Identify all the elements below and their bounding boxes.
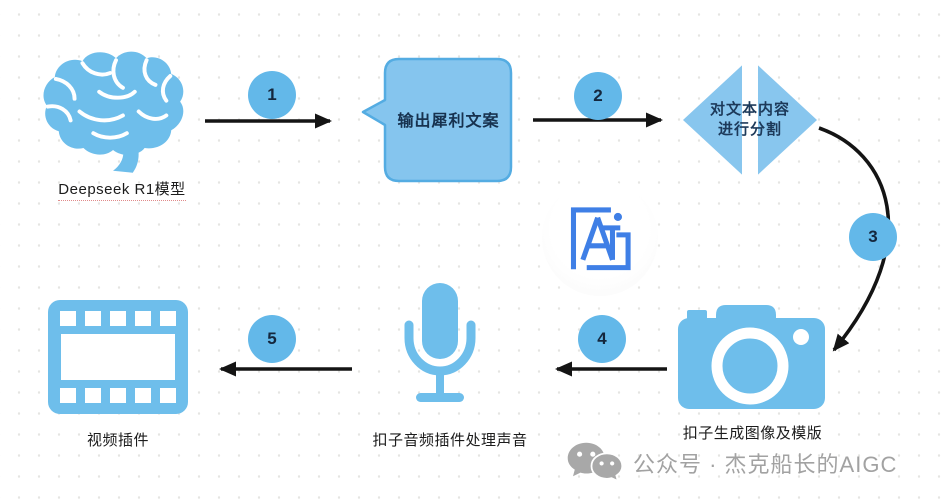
diamond-label-line1: 对文本内容 bbox=[709, 100, 790, 118]
ai-logo-watermark bbox=[542, 180, 658, 296]
footer-watermark: 公众号 · 杰克船长的AIGC bbox=[566, 441, 897, 485]
wechat-icon bbox=[567, 442, 624, 483]
film-strip-icon bbox=[48, 300, 188, 414]
brain-icon bbox=[43, 51, 184, 173]
diamond-label-line2: 进行分割 bbox=[717, 121, 782, 138]
step-badge-2: 2 bbox=[574, 72, 622, 120]
speech-bubble bbox=[361, 57, 513, 183]
step-number: 2 bbox=[593, 86, 603, 105]
step-badge-1: 1 bbox=[248, 71, 296, 119]
watermark-text: 公众号 · 杰克船长的AIGC bbox=[633, 452, 898, 477]
brain-label: Deepseek R1模型 bbox=[32, 178, 212, 201]
ai-logo bbox=[570, 207, 631, 271]
camera-label: 扣子生成图像及模版 bbox=[682, 425, 823, 442]
microphone-icon bbox=[404, 283, 476, 402]
camera-icon bbox=[678, 305, 825, 409]
step-number: 1 bbox=[267, 85, 277, 104]
speech-bubble-label: 输出犀利文案 bbox=[397, 113, 500, 130]
film-label: 视频插件 bbox=[86, 432, 149, 449]
step-number: 4 bbox=[597, 329, 607, 348]
split-diamond bbox=[683, 65, 817, 175]
step-badge-5: 5 bbox=[248, 315, 296, 363]
step-number: 3 bbox=[868, 227, 878, 246]
step-number: 5 bbox=[267, 329, 277, 348]
diamond-label: 对文本内容 进行分割 bbox=[683, 58, 817, 182]
microphone-label: 扣子音频插件处理声音 bbox=[372, 432, 528, 449]
step-badge-3: 3 bbox=[849, 213, 897, 261]
step-badge-4: 4 bbox=[578, 315, 626, 363]
